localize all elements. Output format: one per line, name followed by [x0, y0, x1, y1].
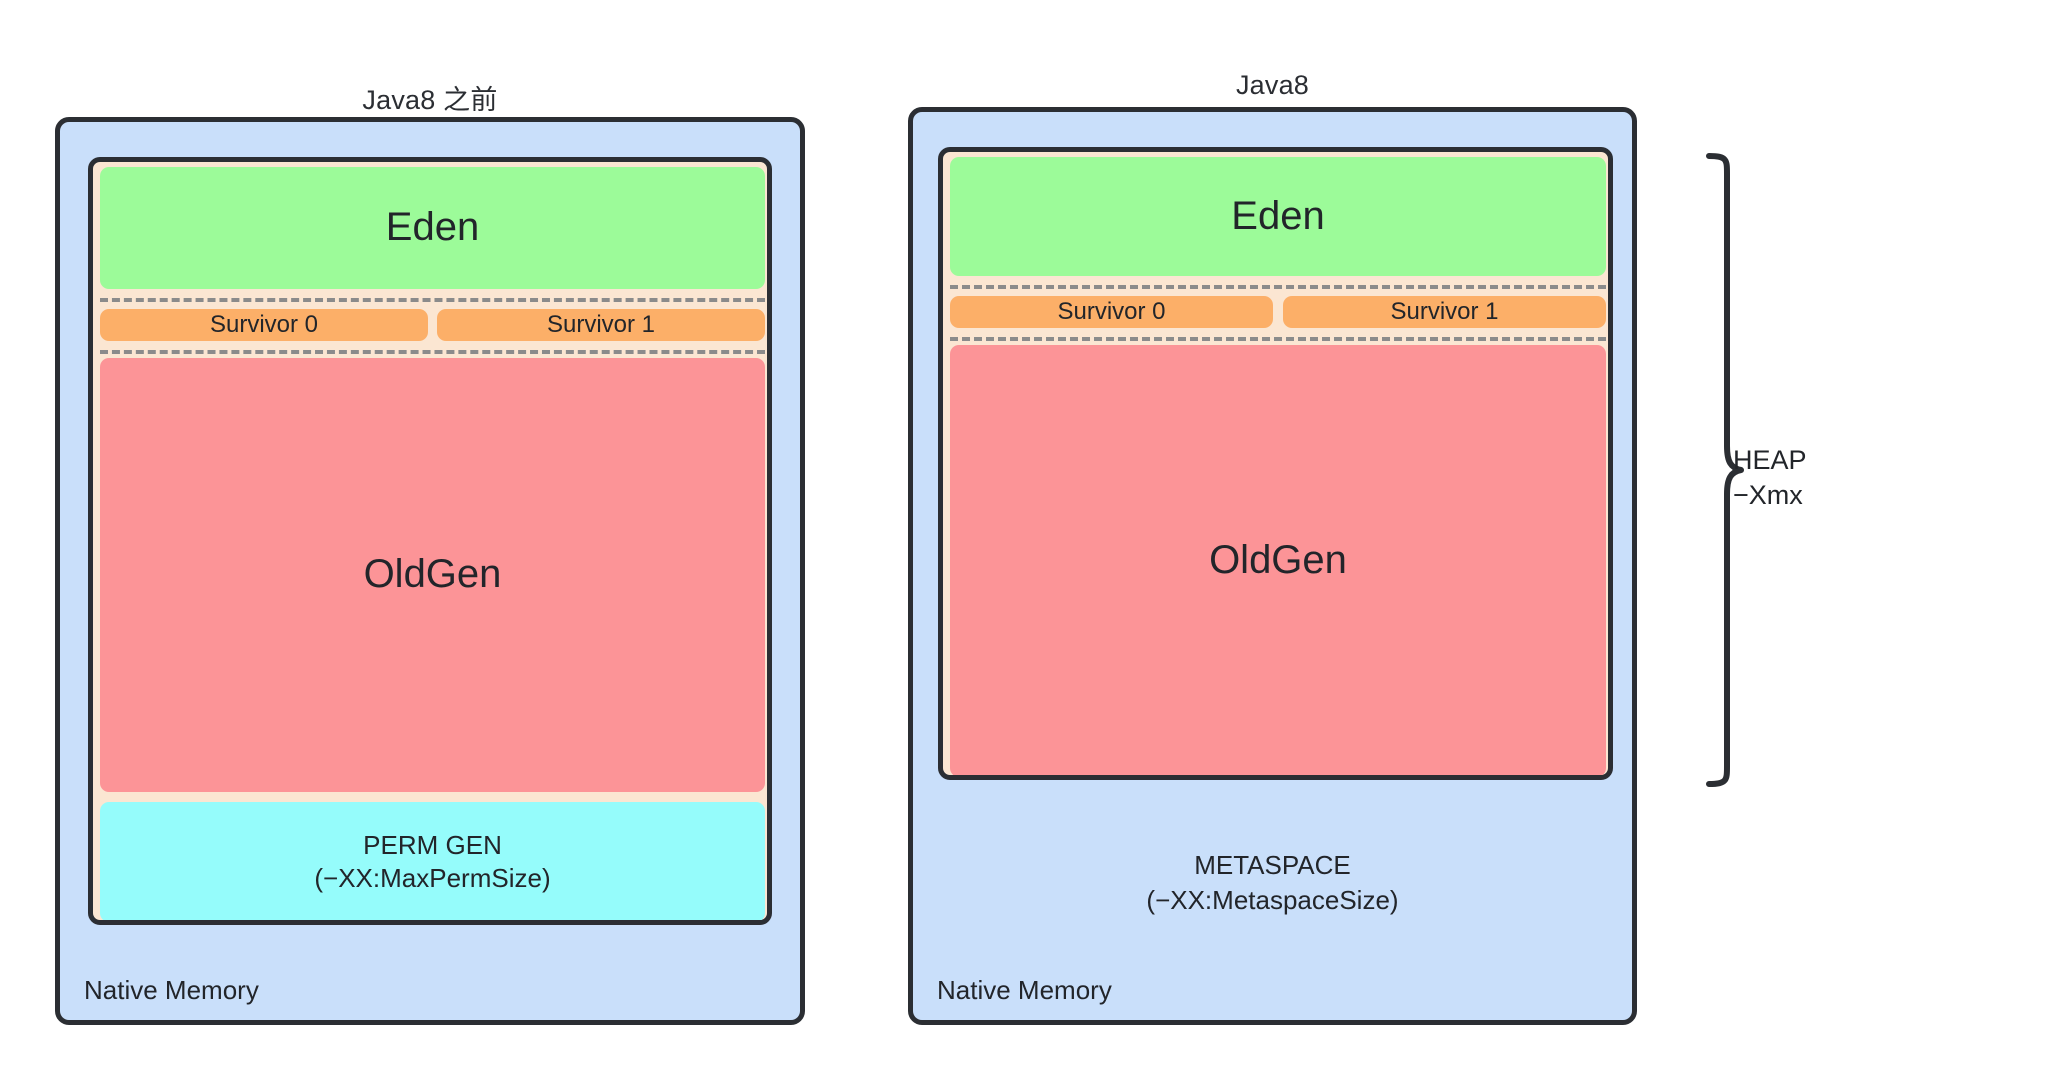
survivor0-region-java8: Survivor 0 [950, 296, 1273, 328]
survivor1-region-java8: Survivor 1 [1283, 296, 1606, 328]
metaspace-region-java8: METASPACE (−XX:MetaspaceSize) [908, 848, 1637, 918]
eden-survivor-divider-java8 [950, 285, 1606, 289]
heap-box-java8: Eden Survivor 0 Survivor 1 OldGen [938, 147, 1613, 780]
heap-brace-annotation [1655, 150, 1745, 790]
eden-survivor-divider-before-java8 [100, 298, 765, 302]
survivor0-region-before-java8: Survivor 0 [100, 309, 428, 341]
oldgen-region-java8: OldGen [950, 345, 1606, 775]
permgen-flag: (−XX:MaxPermSize) [314, 863, 551, 893]
xmx-label-text: −Xmx [1733, 480, 1803, 511]
heap-brace-label: HEAP −Xmx [1733, 443, 1807, 513]
survivor1-region-before-java8: Survivor 1 [437, 309, 765, 341]
native-memory-label-before-java8: Native Memory [84, 975, 259, 1005]
eden-region-java8: Eden [950, 157, 1606, 276]
permgen-region-before-java8: PERM GEN (−XX:MaxPermSize) [100, 802, 765, 920]
heap-label-text: HEAP [1733, 445, 1807, 475]
brace-icon [1706, 153, 1744, 787]
permgen-title: PERM GEN [363, 829, 502, 860]
panel-title-java8: Java8 [1235, 70, 1310, 100]
metaspace-flag: (−XX:MetaspaceSize) [1146, 885, 1399, 916]
oldgen-region-before-java8: OldGen [100, 358, 765, 792]
survivor-oldgen-divider-java8 [950, 337, 1606, 341]
survivor-oldgen-divider-before-java8 [100, 350, 765, 354]
native-memory-label-java8: Native Memory [937, 975, 1112, 1005]
panel-title-before-java8: Java8 之前 [362, 85, 498, 115]
heap-box-before-java8: Eden Survivor 0 Survivor 1 OldGen PERM G… [88, 157, 772, 925]
metaspace-title: METASPACE [1194, 850, 1351, 880]
eden-region-before-java8: Eden [100, 167, 765, 289]
